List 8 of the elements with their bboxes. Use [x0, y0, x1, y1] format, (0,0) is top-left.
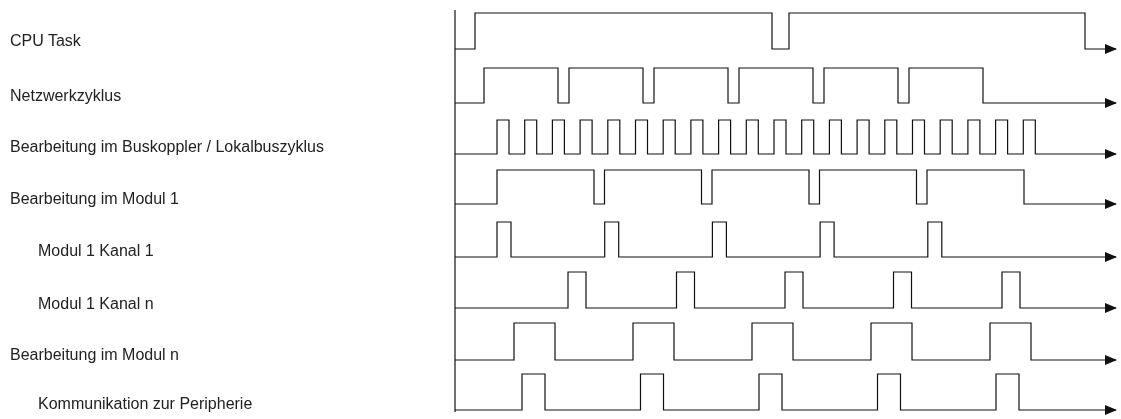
row-label: Kommunikation zur Peripherie [38, 394, 253, 414]
row-label: Netzwerkzyklus [10, 86, 122, 106]
row-label: Modul 1 Kanal 1 [38, 241, 154, 261]
row-label: Bearbeitung im Buskoppler / Lokalbuszyklus [10, 137, 324, 157]
row-label: Modul 1 Kanal n [38, 294, 154, 314]
row-label: CPU Task [10, 31, 81, 51]
row-label: Bearbeitung im Modul 1 [10, 189, 179, 209]
row-label: Bearbeitung im Modul n [10, 345, 179, 365]
